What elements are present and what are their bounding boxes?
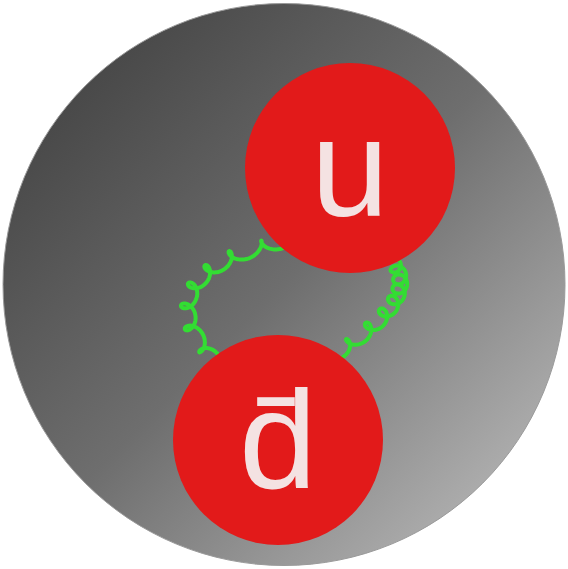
- gluon-line: [343, 261, 408, 358]
- quark-circle: u: [245, 63, 455, 273]
- quark-circle: d̄: [173, 335, 383, 545]
- quark-label: u: [311, 98, 389, 238]
- quark-label: d̄: [239, 370, 317, 510]
- hadron-body: [3, 4, 565, 566]
